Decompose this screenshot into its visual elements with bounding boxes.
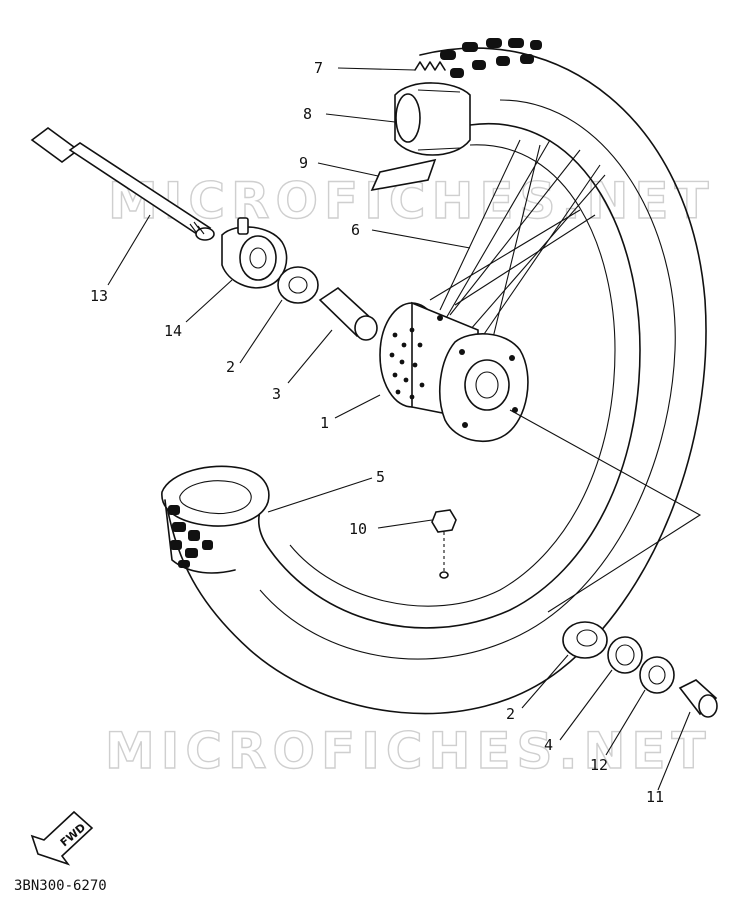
callout-1: 1 bbox=[320, 414, 329, 432]
collar-11 bbox=[678, 679, 718, 718]
collar-12 bbox=[639, 656, 675, 694]
callout-7: 7 bbox=[314, 59, 323, 77]
tread-lower bbox=[168, 505, 213, 568]
valve-nut bbox=[431, 509, 457, 579]
bearing-upper bbox=[277, 266, 319, 304]
axle bbox=[30, 127, 215, 241]
drawing-code: 3BN300-6270 bbox=[14, 878, 107, 894]
speedometer-gear-unit bbox=[221, 217, 288, 289]
spacer bbox=[318, 286, 378, 341]
bearing-lower bbox=[562, 621, 608, 659]
callout-2-upper: 2 bbox=[226, 358, 235, 376]
callout-2-lower: 2 bbox=[506, 705, 515, 723]
callout-8: 8 bbox=[303, 105, 312, 123]
hub-holes bbox=[389, 315, 518, 428]
oil-seal bbox=[607, 636, 643, 674]
callout-3: 3 bbox=[272, 385, 281, 403]
leader-lines bbox=[107, 67, 691, 791]
callout-4: 4 bbox=[544, 736, 553, 754]
rim-band bbox=[370, 158, 437, 192]
callout-12: 12 bbox=[590, 756, 608, 774]
callout-5: 5 bbox=[376, 468, 385, 486]
fwd-arrow-icon: FWD bbox=[30, 810, 94, 866]
callouts: 7 8 9 6 13 14 2 3 1 5 10 2 4 12 11 bbox=[90, 59, 664, 806]
tire bbox=[161, 38, 707, 715]
callout-14: 14 bbox=[164, 322, 182, 340]
hub bbox=[379, 301, 529, 443]
tube bbox=[394, 82, 471, 156]
watermark-bottom: MICROFICHES.NET bbox=[105, 722, 712, 780]
assembly-guide-line bbox=[509, 409, 702, 613]
tire-bead-serration bbox=[414, 61, 446, 71]
tread-upper bbox=[440, 38, 542, 78]
callout-13: 13 bbox=[90, 287, 108, 305]
callout-6: 6 bbox=[351, 221, 360, 239]
callout-10: 10 bbox=[349, 520, 367, 538]
callout-9: 9 bbox=[299, 154, 308, 172]
spokes bbox=[429, 139, 606, 351]
callout-11: 11 bbox=[646, 788, 664, 806]
